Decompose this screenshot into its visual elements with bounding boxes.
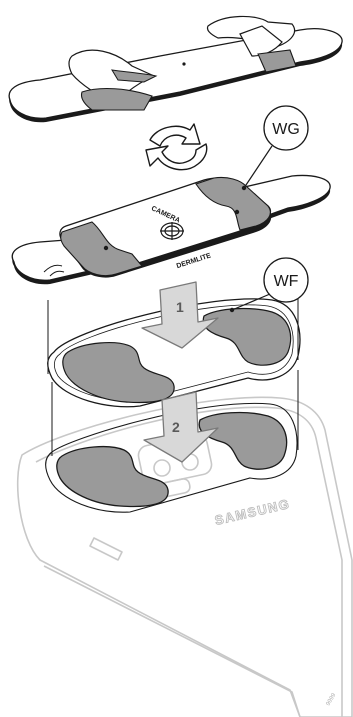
camera-target-icon — [160, 222, 184, 240]
wg-wing-left — [60, 221, 143, 277]
rotate-arrows-icon — [145, 123, 208, 171]
wg-guide: CAMERA DERMLITE — [11, 174, 331, 285]
wf-pads-lower — [45, 402, 298, 513]
tab-mark-icon — [43, 264, 65, 277]
callout-wg-label: WG — [272, 121, 300, 138]
step-2-arrow: 2 — [143, 391, 219, 463]
step-1-label: 1 — [176, 299, 184, 315]
step-2-label: 2 — [172, 419, 180, 435]
wg-wing-right — [195, 176, 271, 231]
wf-pad-left — [62, 342, 175, 404]
phone-corner-mark: 9999 — [326, 692, 338, 707]
phone-brand-text: SAMSUNG — [213, 496, 291, 528]
wg-guide-top — [8, 15, 343, 123]
wf-pad-right — [202, 307, 292, 366]
phone-back — [16, 396, 353, 717]
callout-wg: WG — [241, 105, 309, 191]
callout-wf: WF — [229, 257, 309, 313]
step-1-arrow: 1 — [141, 281, 219, 349]
wf-carrier — [47, 282, 301, 456]
side-button — [89, 537, 123, 561]
callout-wf-label: WF — [274, 273, 299, 290]
